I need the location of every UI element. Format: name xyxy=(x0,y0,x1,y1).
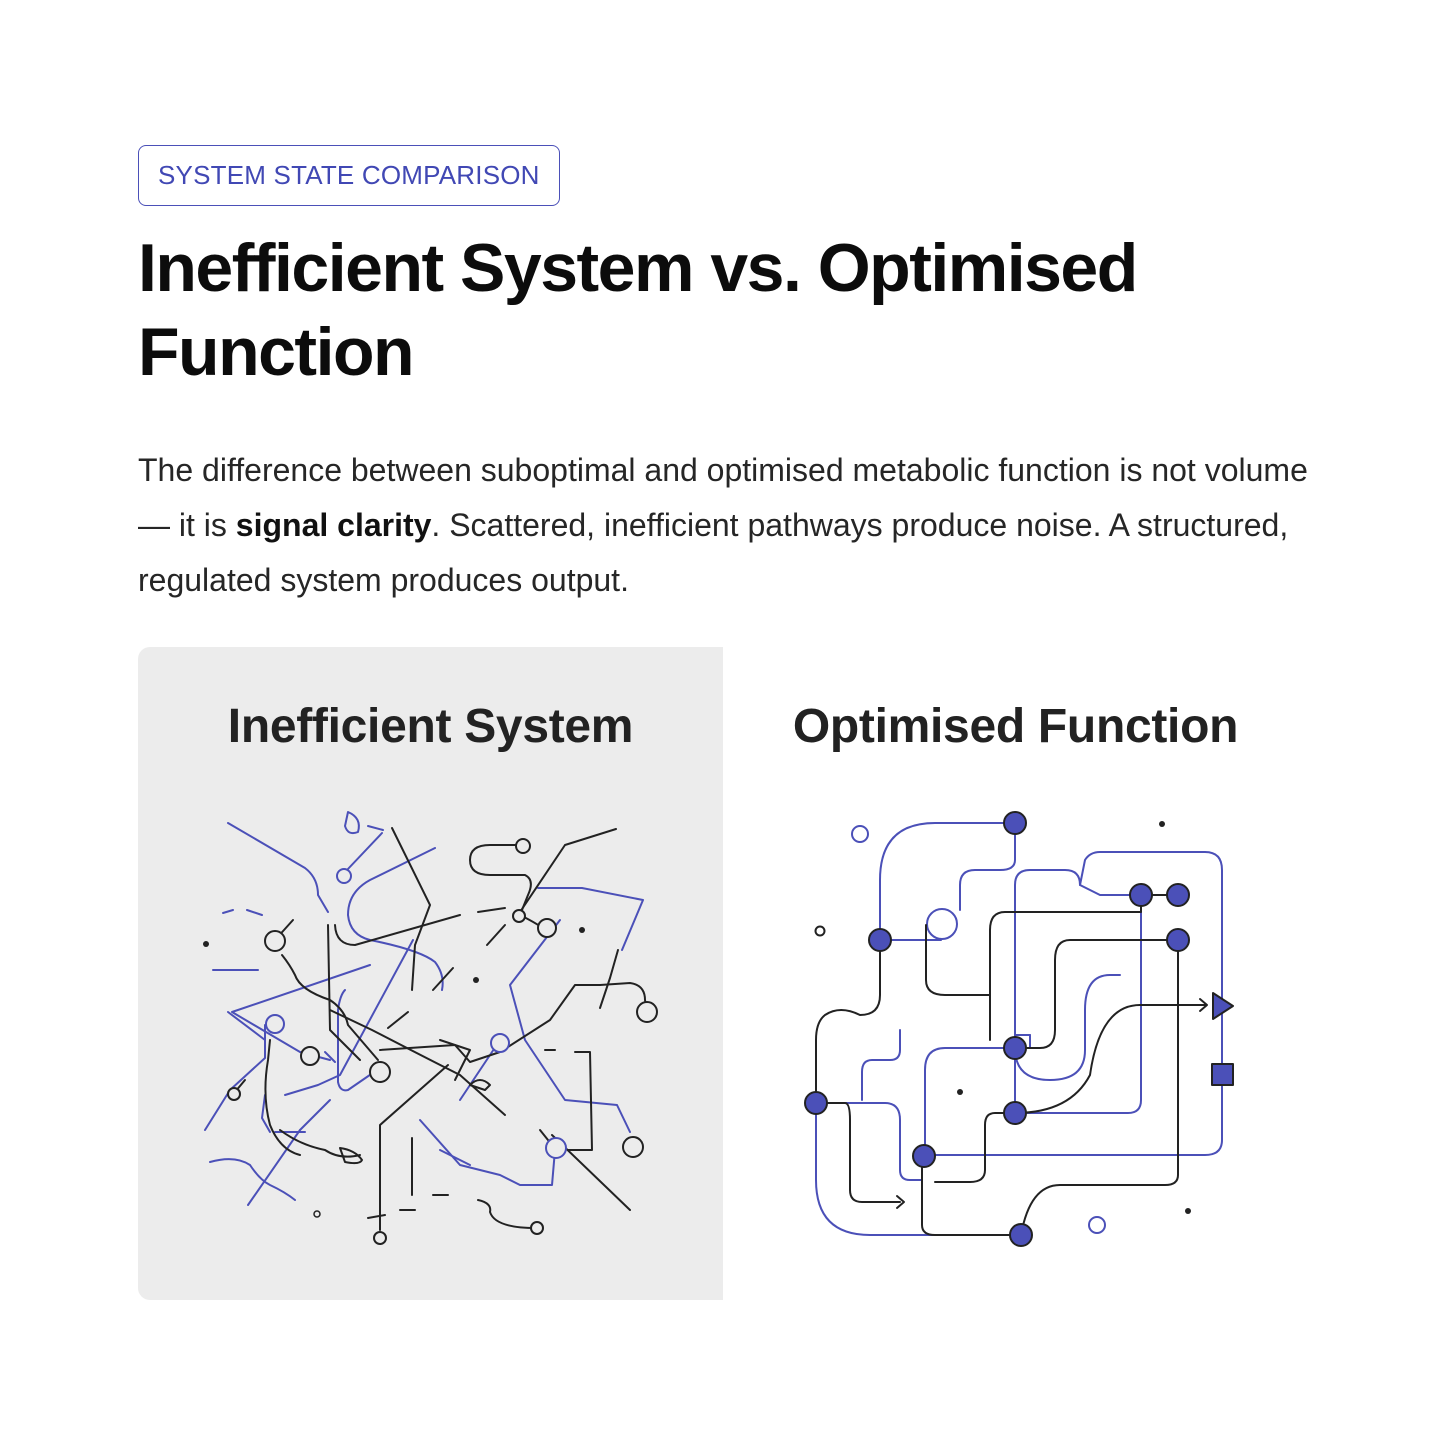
intro-text-before: The difference between suboptimal and op… xyxy=(138,452,1308,543)
page-title: Inefficient System vs. Optimised Functio… xyxy=(138,230,1138,390)
intro-paragraph: The difference between suboptimal and op… xyxy=(138,443,1328,608)
inefficient-system-panel: Inefficient System xyxy=(138,647,723,1300)
section-badge: SYSTEM STATE COMPARISON xyxy=(138,145,560,206)
intro-emphasis: signal clarity xyxy=(235,507,432,543)
optimised-function-title: Optimised Function xyxy=(792,700,1239,753)
inefficient-system-title: Inefficient System xyxy=(227,700,634,753)
optimised-function-diagram xyxy=(804,811,1234,1247)
intro-text-after: . Scattered, inefficient pathways produc… xyxy=(138,507,1289,598)
optimised-function-panel: Optimised Function xyxy=(723,647,1308,1300)
inefficient-system-diagram xyxy=(203,811,658,1245)
